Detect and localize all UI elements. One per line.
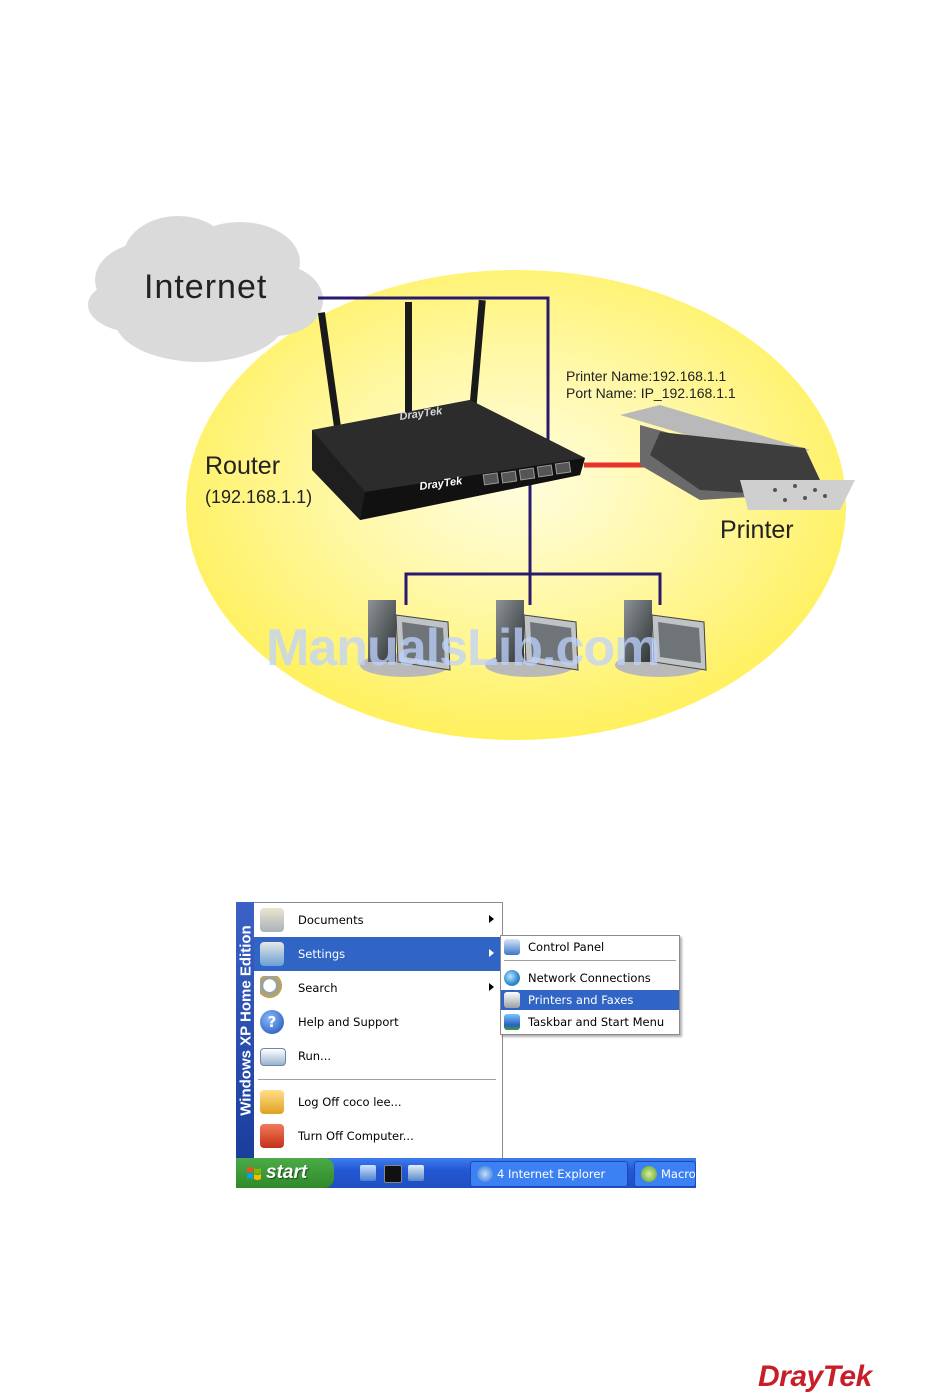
taskbar-icon [504, 1014, 520, 1030]
menu-item-label: Settings [298, 947, 346, 961]
key-icon [260, 1090, 284, 1114]
start-menu: Documents Settings Search ? Help and Sup… [254, 902, 503, 1160]
watermark: ManualsLib.com [266, 619, 660, 677]
submenu-item-label: Printers and Faxes [528, 993, 634, 1007]
menu-separator [258, 1079, 496, 1081]
router-ip-label: (192.168.1.1) [205, 487, 313, 507]
menu-item-documents[interactable]: Documents [254, 903, 500, 937]
internet-cloud [88, 216, 323, 362]
port-name-label: Port Name: IP_192.168.1.1 [566, 385, 736, 401]
computer-3 [615, 600, 707, 677]
start-menu-screenshot: Windows XP Home Edition Documents Settin… [236, 902, 696, 1190]
submenu-item-label: Network Connections [528, 971, 651, 985]
documents-icon [260, 908, 284, 932]
menu-item-log-off[interactable]: Log Off coco lee... [254, 1085, 500, 1119]
menu-item-turn-off[interactable]: Turn Off Computer... [254, 1119, 500, 1153]
start-button[interactable]: start [236, 1158, 334, 1188]
menu-item-settings[interactable]: Settings [254, 937, 500, 971]
submenu-item-network-connections[interactable]: Network Connections [501, 968, 679, 988]
network-cables [318, 296, 662, 605]
printer-label: Printer [720, 516, 794, 544]
menu-item-label: Run... [298, 1049, 332, 1063]
run-icon [260, 1048, 286, 1066]
macromedia-icon [641, 1166, 657, 1182]
quicklaunch-app-icon[interactable] [408, 1165, 424, 1181]
submenu-arrow-icon [489, 983, 494, 991]
menu-item-search[interactable]: Search [254, 971, 500, 1005]
search-icon [260, 976, 284, 1000]
control-panel-icon [504, 939, 520, 955]
taskbar-button-macro[interactable]: Macro [634, 1161, 696, 1187]
router-device: DrayTek DrayTek [312, 299, 585, 520]
task-label: Macro [661, 1167, 696, 1181]
router-label: Router [205, 452, 281, 480]
submenu-item-label: Control Panel [528, 940, 605, 954]
submenu-arrow-icon [489, 949, 494, 957]
menu-item-help[interactable]: ? Help and Support [254, 1005, 500, 1039]
start-menu-banner: Windows XP Home Edition [236, 902, 255, 1160]
banner-text: Windows XP Home Edition [237, 925, 255, 1116]
submenu-item-taskbar-and-start-menu[interactable]: Taskbar and Start Menu [501, 1012, 679, 1032]
power-icon [260, 1124, 284, 1148]
start-label: start [266, 1162, 308, 1183]
quicklaunch-desktop-icon[interactable] [360, 1165, 376, 1181]
submenu-separator [504, 960, 676, 961]
network-diagram: DrayTek DrayTek [88, 216, 855, 740]
help-icon: ? [260, 1010, 284, 1034]
menu-item-label: Search [298, 981, 338, 995]
draytek-logo: DrayTek [758, 1360, 872, 1393]
printer-device [620, 405, 855, 510]
computer-2 [485, 600, 579, 677]
computer-1 [360, 600, 451, 677]
settings-icon [260, 942, 284, 966]
settings-submenu: Control Panel Network Connections Printe… [500, 935, 680, 1035]
submenu-arrow-icon [489, 915, 494, 923]
network-icon [504, 970, 520, 986]
quicklaunch-cmd-icon[interactable] [384, 1165, 402, 1183]
taskbar: start 4 Internet Explorer Macro [236, 1158, 696, 1188]
taskbar-button-internet-explorer[interactable]: 4 Internet Explorer [470, 1161, 628, 1187]
menu-item-label: Turn Off Computer... [298, 1129, 414, 1143]
submenu-item-label: Taskbar and Start Menu [528, 1015, 665, 1029]
menu-item-label: Documents [298, 913, 364, 927]
ie-icon [477, 1166, 493, 1182]
windows-flag-icon [247, 1167, 261, 1180]
printer-icon [504, 992, 520, 1008]
printer-name-label: Printer Name:192.168.1.1 [566, 368, 727, 384]
menu-item-label: Help and Support [298, 1015, 399, 1029]
menu-item-label: Log Off coco lee... [298, 1095, 402, 1109]
menu-item-run[interactable]: Run... [254, 1039, 500, 1073]
task-label: 4 Internet Explorer [497, 1167, 606, 1181]
submenu-item-control-panel[interactable]: Control Panel [501, 937, 679, 957]
internet-label: Internet [144, 268, 268, 306]
submenu-item-printers-and-faxes[interactable]: Printers and Faxes [501, 990, 679, 1010]
